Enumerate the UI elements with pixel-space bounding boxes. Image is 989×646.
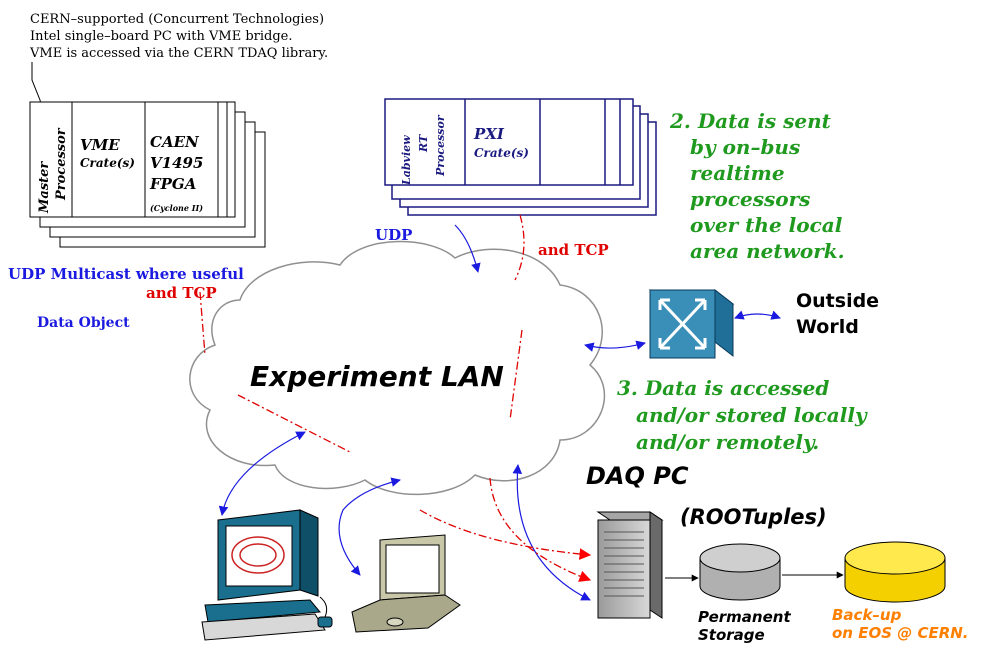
network-switch-icon [648, 288, 735, 359]
arrow-switch-outside [734, 310, 781, 320]
pxi-processor-label-2: RT [417, 134, 430, 152]
caen-label-3: FPGA [150, 175, 197, 193]
outside-label-1: Outside [796, 290, 880, 312]
tcp-line-lan-diag [237, 394, 351, 453]
top-note-line-3: VME is accessed via the CERN TDAQ librar… [30, 46, 329, 61]
top-note-line-2: Intel single–board PC with VME bridge. [30, 29, 293, 44]
daq-pc-label: DAQ PC [586, 462, 689, 490]
arrow-lan-switch [584, 340, 646, 352]
pxi-crate-stack [384, 98, 657, 216]
step3-line-3: and/or remotely. [636, 430, 820, 454]
experiment-lan-label: Experiment LAN [250, 360, 504, 393]
arrow-pxi-udp [454, 224, 481, 273]
udp-multicast-label: UDP Multicast where useful [8, 265, 244, 283]
vme-processor-label-2: Processor [54, 128, 69, 200]
permanent-storage-label-1: Permanent [698, 608, 791, 626]
vme-label-1: VME [80, 136, 120, 154]
step2-line-2: by on–bus [690, 135, 801, 159]
step2-line-6: area network. [690, 239, 845, 263]
tcp-line-to-daq-1 [419, 509, 592, 560]
backup-label-1: Back–up [832, 606, 902, 624]
pxi-label-2: Crate(s) [474, 146, 529, 160]
vme-label-2: Crate(s) [80, 156, 135, 170]
tcp-line-lan-inner [509, 329, 523, 421]
arrow-desktop-lan [218, 431, 306, 516]
tcp-line-pxi [514, 214, 525, 281]
tcp-line-to-daq-2 [489, 477, 592, 582]
vme-processor-label-1: Master [37, 161, 52, 213]
udp-label: UDP [375, 226, 413, 244]
backup-storage-icon [844, 541, 946, 603]
tcp-line-vme [199, 291, 206, 356]
pxi-label-1: PXI [474, 125, 504, 143]
backup-label-2: on EOS @ CERN. [832, 624, 969, 642]
caen-label-1: CAEN [150, 133, 199, 151]
roottuples-label: (ROOTuples) [680, 505, 827, 529]
data-object-label: Data Object [37, 315, 130, 331]
laptop-icon [351, 534, 461, 633]
step2-line-1: 2. Data is sent [670, 109, 831, 133]
top-note-line-1: CERN–supported (Concurrent Technologies) [30, 12, 325, 27]
daq-pc-tower-icon [596, 511, 664, 619]
step2-line-4: processors [690, 187, 811, 211]
outside-label-2: World [796, 316, 859, 338]
permanent-storage-label-2: Storage [698, 626, 765, 644]
step2-line-5: over the local [690, 213, 843, 237]
and-tcp-right-label: and TCP [538, 241, 609, 259]
experiment-lan-cloud [189, 240, 606, 496]
step3-line-2: and/or stored locally [636, 403, 867, 427]
caen-label-4: (Cyclone II) [150, 203, 204, 213]
pxi-processor-label-1: Labview [400, 135, 413, 185]
pxi-processor-label-3: Processor [434, 115, 447, 176]
and-tcp-left-label: and TCP [146, 284, 217, 302]
desktop-computer-icon [201, 509, 333, 641]
arrow-laptop-lan [338, 477, 401, 576]
caen-label-2: V1495 [150, 154, 204, 172]
step2-line-3: realtime [690, 161, 785, 185]
step3-line-1: 3. Data is accessed [617, 376, 830, 400]
permanent-storage-icon [699, 543, 781, 601]
arrow-lan-daq [512, 464, 591, 601]
vme-crate-stack [29, 101, 266, 248]
